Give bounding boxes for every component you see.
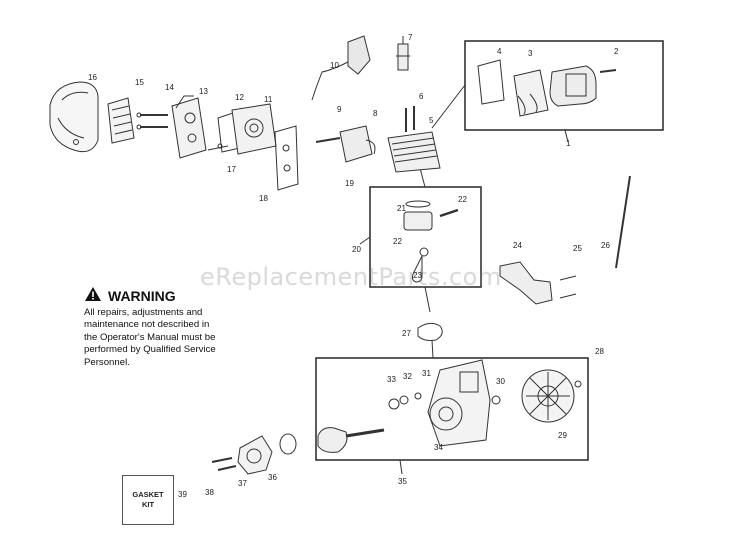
warning-title: WARNING (84, 286, 284, 305)
part-label: 11 (264, 95, 273, 104)
air-filter (107, 97, 135, 144)
warning-triangle-icon (84, 286, 102, 305)
bracket (499, 261, 577, 305)
part-label: 28 (595, 347, 604, 356)
part-label: 32 (403, 372, 412, 381)
part-label: 21 (397, 204, 406, 213)
part-label: 17 (227, 165, 236, 174)
warning-title-text: WARNING (108, 287, 176, 304)
part-label: 20 (352, 245, 361, 254)
muffler-assembly (477, 59, 617, 117)
warning-line: Personnel. (84, 356, 130, 368)
part-label: 5 (429, 116, 434, 125)
part-label: 1 (566, 139, 571, 148)
air-box-housing (171, 95, 207, 159)
part-label: 2 (614, 47, 619, 56)
part-label: 4 (497, 47, 502, 56)
warning-line: All repairs, adjustments and (84, 307, 203, 318)
part-label: 7 (408, 33, 413, 42)
callout-box-35 (315, 357, 589, 461)
part-label: 37 (238, 479, 247, 488)
spark-plug (396, 36, 410, 71)
warning-line: performed by Qualified Service (84, 344, 216, 356)
part-label: 29 (558, 431, 567, 440)
piston-kit (403, 200, 459, 283)
gasket-kit-box: GASKET KIT (122, 475, 174, 525)
part-label: 33 (387, 375, 396, 384)
throttle-cable (615, 175, 631, 269)
part-label: 35 (398, 477, 407, 486)
part-label: 9 (337, 105, 342, 114)
ignition-module (315, 125, 376, 163)
warning-body: All repairs, adjustments and maintenance… (84, 307, 284, 369)
screws-14 (136, 112, 168, 130)
ignition-boot (311, 35, 371, 101)
gasket-kit-line2: KIT (141, 500, 155, 509)
cylinder (387, 106, 441, 173)
part-label: 38 (205, 488, 214, 497)
part-label: 14 (165, 83, 174, 92)
part-label: 34 (434, 443, 443, 452)
warning-line: the Operator's Manual must be (84, 331, 216, 343)
part-label: 24 (513, 241, 522, 250)
part-label: 23 (413, 271, 422, 280)
watermark: eReplacementParts.com (200, 263, 502, 291)
part-label: 18 (259, 194, 268, 203)
part-label: 19 (345, 179, 354, 188)
part-label: 13 (199, 87, 208, 96)
warning-notice: WARNING All repairs, adjustments and mai… (84, 286, 284, 369)
part-label: 26 (601, 241, 610, 250)
part-label: 6 (419, 92, 424, 101)
part-label: 30 (496, 377, 505, 386)
part-label: 10 (330, 61, 339, 70)
part-label: 16 (88, 73, 97, 82)
part-label: 22 (458, 195, 467, 204)
part-label: 3 (528, 49, 533, 58)
part-label: 22 (393, 237, 402, 246)
part-label: 15 (135, 78, 144, 87)
starter-parts (211, 433, 297, 475)
crankcase-gasket (417, 322, 443, 341)
flywheel (521, 369, 582, 423)
part-label: 25 (573, 244, 582, 253)
part-label: 8 (373, 109, 378, 118)
warning-line: maintenance not described in (84, 319, 210, 331)
part-label: 39 (178, 490, 187, 499)
part-label: 31 (422, 369, 431, 378)
crankshaft (317, 427, 385, 453)
part-label: 27 (402, 329, 411, 338)
part-label: 36 (268, 473, 277, 482)
crankcase-assembly (388, 359, 501, 447)
heat-shield-gasket (274, 125, 299, 191)
part-label: 12 (235, 93, 244, 102)
air-filter-cover (49, 81, 99, 153)
gasket-kit-line1: GASKET (132, 490, 164, 499)
carburetor (207, 103, 277, 155)
